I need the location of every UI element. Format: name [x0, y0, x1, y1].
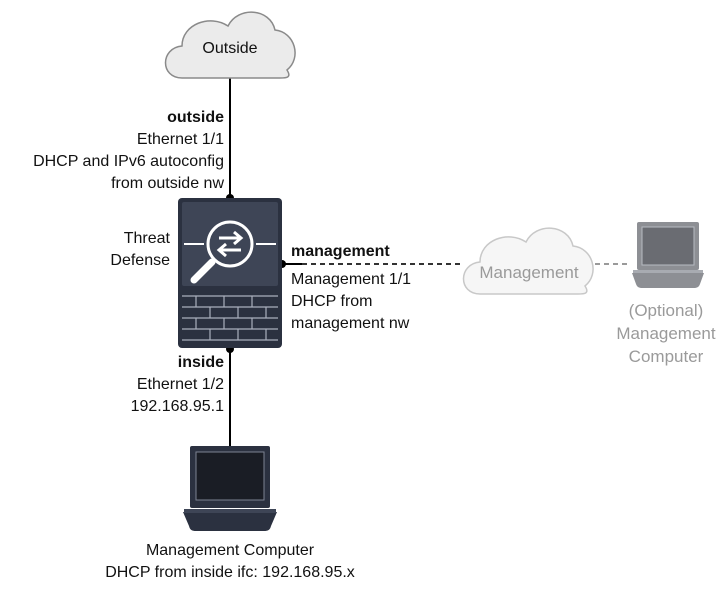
management-cloud-icon [462, 227, 594, 295]
inside-computer-addressing: DHCP from inside ifc: 192.168.95.x [105, 564, 355, 581]
outside-source: from outside nw [111, 175, 224, 192]
management-addressing: DHCP from [291, 293, 373, 310]
optional-computer-label-line3: Computer [628, 347, 704, 366]
threat-defense-device-icon [178, 198, 282, 348]
management-cloud-label: Management [479, 263, 579, 282]
optional-computer-laptop-icon [632, 222, 704, 288]
management-link-name: management [291, 243, 390, 260]
outside-addressing: DHCP and IPv6 autoconfig [33, 153, 224, 170]
outside-cloud-label: Outside [202, 40, 258, 57]
management-computer-laptop-icon [183, 446, 277, 531]
device-label-line2: Defense [110, 252, 170, 269]
device-label-line1: Threat [123, 230, 170, 247]
optional-computer-label-line2: Management [616, 324, 716, 343]
inside-computer-name: Management Computer [145, 542, 315, 559]
outside-link-name: outside [167, 109, 224, 126]
inside-address: 192.168.95.1 [130, 398, 224, 415]
inside-interface: Ethernet 1/2 [136, 376, 224, 393]
inside-link-name: inside [177, 354, 224, 371]
optional-computer-label-line1: (Optional) [628, 301, 704, 320]
outside-cloud-icon [164, 11, 296, 79]
outside-interface: Ethernet 1/1 [136, 131, 224, 148]
management-source: management nw [291, 315, 410, 332]
management-interface: Management 1/1 [291, 271, 412, 288]
